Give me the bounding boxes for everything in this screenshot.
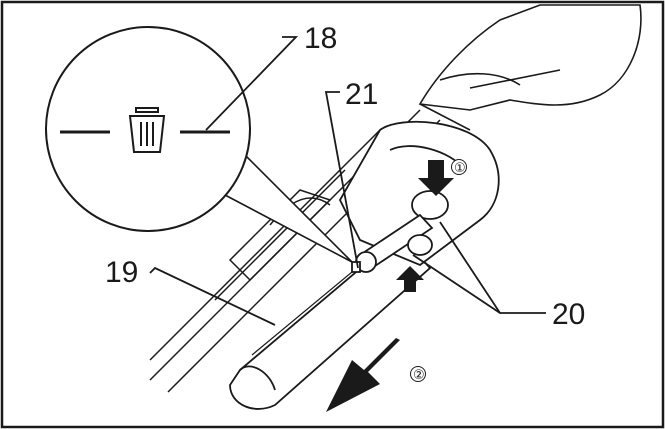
leader-21 [324,91,359,269]
arrow-icon [326,338,400,412]
mount-assembly [338,120,500,273]
callout-18: 18 [304,22,337,55]
arrow-icon [418,160,454,196]
handle [418,4,642,131]
step-1-label: ① [454,161,466,176]
leader-18 [205,36,299,131]
leader-20b [412,254,501,314]
step-2-marker [410,366,426,382]
magnifier-bubble [45,26,353,263]
callout-21: 21 [345,78,378,111]
leader-lines [149,36,546,326]
callout-19: 19 [105,256,138,289]
step-2-label: ② [413,368,425,383]
step-1-marker [451,159,467,175]
arrow-icon [396,266,424,292]
trash-bin-icon [128,107,166,153]
leader-19 [149,266,276,326]
callout-20: 20 [552,298,585,331]
